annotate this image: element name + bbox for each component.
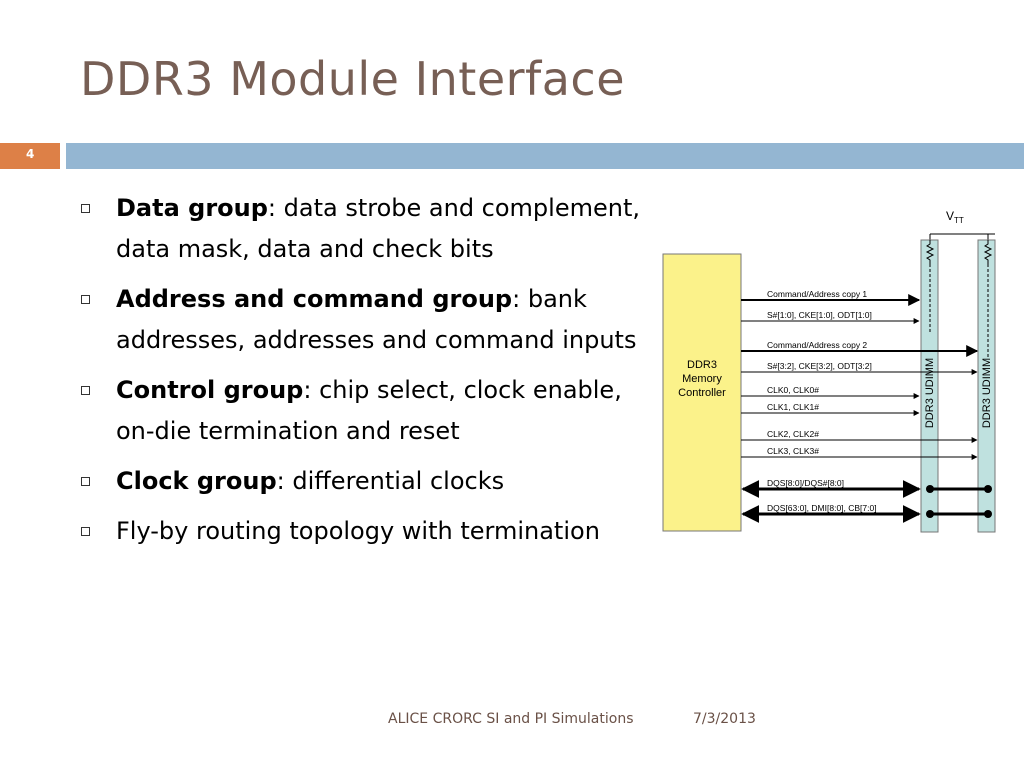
signal-label: CLK0, CLK0# xyxy=(767,385,819,395)
bullet-separator: : xyxy=(276,467,293,495)
bullet-text: data strobe and complement, data mask, d… xyxy=(116,194,640,263)
square-bullet-icon xyxy=(81,204,90,213)
signal-label: CLK1, CLK1# xyxy=(767,402,819,412)
slide-title: DDR3 Module Interface xyxy=(80,52,626,106)
square-bullet-icon xyxy=(81,477,90,486)
bullet-separator: : xyxy=(512,285,528,313)
bullet-term: Data group xyxy=(116,194,268,222)
signal-label: S#[1:0], CKE[1:0], ODT[1:0] xyxy=(767,310,872,320)
square-bullet-icon xyxy=(81,527,90,536)
bullet-list: Data group: data strobe and complement, … xyxy=(80,188,640,561)
vtt-subscript: TT xyxy=(954,216,964,225)
junction-dot xyxy=(926,485,934,493)
square-bullet-icon xyxy=(81,386,90,395)
memory-controller-block xyxy=(662,253,742,532)
bullet-item: Fly-by routing topology with termination xyxy=(80,511,640,552)
junction-dot xyxy=(926,510,934,518)
signal-label: DQS[63:0], DMI[8:0], CB[7:0] xyxy=(767,503,877,513)
bullet-text: chip select, clock enable, on-die termin… xyxy=(116,376,622,445)
vtt-main: V xyxy=(946,209,954,223)
controller-label-line1: DDR3 xyxy=(687,359,717,371)
bullet-text: Fly-by routing topology with termination xyxy=(116,517,600,545)
signal-label: CLK2, CLK2# xyxy=(767,429,819,439)
signal-label: S#[3:2], CKE[3:2], ODT[3:2] xyxy=(767,361,872,371)
bullet-text: differential clocks xyxy=(292,467,505,495)
signal-label: Command/Address copy 2 xyxy=(767,340,867,350)
footer-date: 7/3/2013 xyxy=(693,711,756,727)
junction-dot xyxy=(984,485,992,493)
header-bar xyxy=(66,143,1024,169)
square-bullet-icon xyxy=(81,295,90,304)
bullet-item: Data group: data strobe and complement, … xyxy=(80,188,640,270)
termination-resistor-1 xyxy=(925,240,935,264)
bullet-item: Address and command group: bank addresse… xyxy=(80,279,640,361)
ddr3-topology-diagram: DDR3 Memory Controller VTT DDR3 UDIMM DD… xyxy=(662,209,996,533)
termination-resistor-2 xyxy=(983,240,993,264)
bullet-text: bank addresses, addresses and command in… xyxy=(116,285,637,354)
footer-title: ALICE CRORC SI and PI Simulations xyxy=(388,711,634,727)
bullet-separator: : xyxy=(303,376,320,404)
udimm-label-1: DDR3 UDIMM xyxy=(924,358,936,428)
bullet-term: Address and command group xyxy=(116,285,513,313)
bullet-term: Clock group xyxy=(116,467,277,495)
controller-label-line2: Memory xyxy=(682,373,722,385)
bullet-term: Control group xyxy=(116,376,304,404)
bullet-item: Control group: chip select, clock enable… xyxy=(80,370,640,452)
controller-label-line3: Controller xyxy=(678,387,726,399)
bullet-item: Clock group: differential clocks xyxy=(80,461,640,502)
vtt-label: VTT xyxy=(946,209,964,225)
signal-label: Command/Address copy 1 xyxy=(767,289,867,299)
signal-label: CLK3, CLK3# xyxy=(767,446,819,456)
signal-label: DQS[8:0]/DQS#[8:0] xyxy=(767,478,844,488)
slide-number: 4 xyxy=(0,143,60,169)
bullet-separator: : xyxy=(267,194,284,222)
junction-dot xyxy=(984,510,992,518)
udimm-label-2: DDR3 UDIMM xyxy=(981,358,993,428)
udimm-module-2 xyxy=(977,239,996,533)
